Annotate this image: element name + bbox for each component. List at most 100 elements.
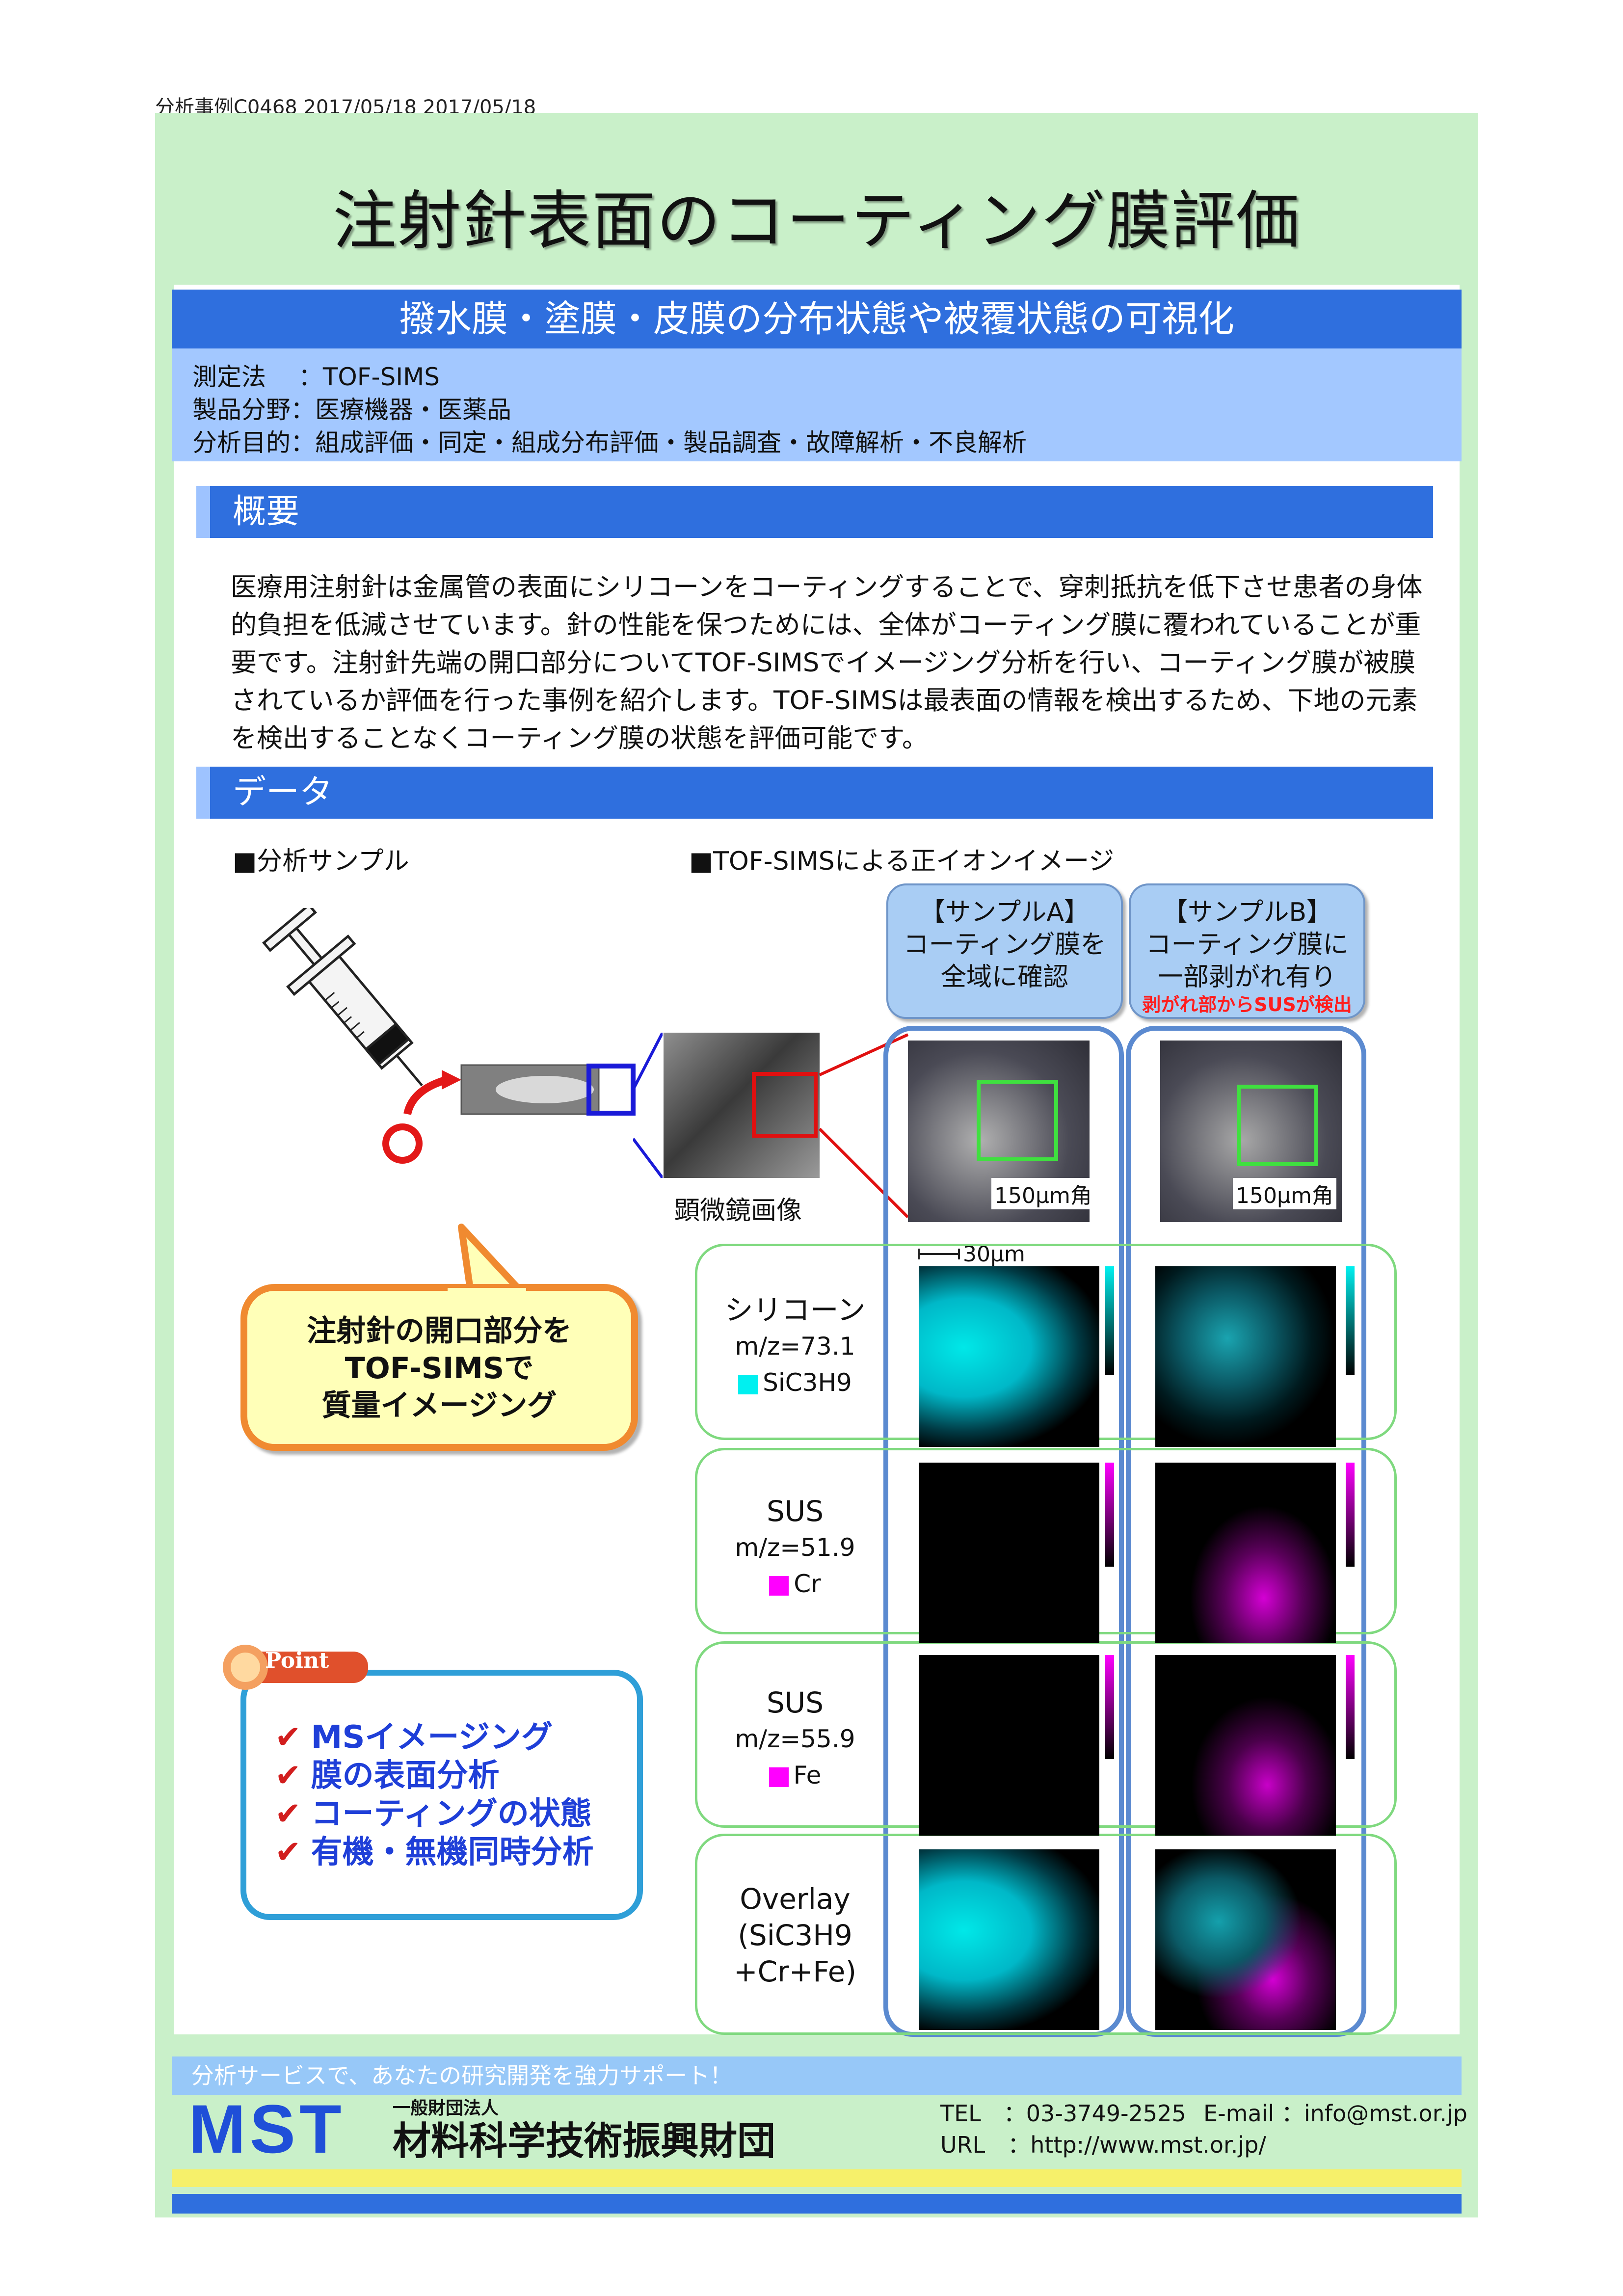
page-title: 注射針表面のコーティング膜評価 xyxy=(332,184,1301,258)
ion-image-a-overlay xyxy=(919,1849,1099,2030)
magenta-swatch xyxy=(769,1575,789,1596)
point-box xyxy=(240,1670,643,1920)
color-scale-cyan xyxy=(1346,1266,1355,1375)
info-purpose: 分析目的：組成評価・同定・組成分布評価・製品調査・故障解析・不良解析 xyxy=(192,428,1027,457)
row-name: SUS xyxy=(766,1495,824,1528)
row-label-sus-cr: SUS m/z=51.9 Cr xyxy=(702,1493,888,1602)
subtitle-band: 撥水膜・塗膜・皮膜の分布状態や被覆状態の可視化 xyxy=(172,290,1462,348)
row-overlay-line: +Cr+Fe) xyxy=(733,1955,857,1988)
sample-b-title: 【サンプルB】 xyxy=(1162,898,1332,927)
org-type: 一般財団法人 xyxy=(393,2098,499,2118)
section-bar xyxy=(196,767,210,819)
sample-a-title: 【サンプルA】 xyxy=(919,898,1090,927)
contact-url[interactable]: URL ：http://www.mst.or.jp/ xyxy=(940,2132,1266,2158)
footer-yellow-band xyxy=(172,2169,1462,2187)
color-scale-cyan xyxy=(1105,1266,1114,1375)
ion-image-a-siloxane xyxy=(919,1266,1099,1447)
microscope-image xyxy=(664,1033,820,1178)
pointing-hand-icon xyxy=(231,1653,260,1682)
sample-a-header: 【サンプルA】 コーティング膜を 全域に確認 xyxy=(886,883,1123,1019)
callout-line: 質量イメージング xyxy=(321,1388,557,1423)
cyan-swatch xyxy=(738,1374,758,1394)
info-field: 製品分野：医療機器・医薬品 xyxy=(192,396,511,424)
org-name: 材料科学技術振興財団 xyxy=(393,2119,776,2163)
row-mz: m/z=73.1 xyxy=(735,1332,855,1361)
contact-tel: TEL ：03-3749-2525 xyxy=(940,2100,1186,2127)
row-mz: m/z=51.9 xyxy=(735,1533,855,1562)
row-mz: m/z=55.9 xyxy=(735,1725,855,1753)
point-item: ✔ MSイメージング xyxy=(275,1712,553,1757)
row-species-text: Fe xyxy=(793,1761,822,1789)
row-species-text: Cr xyxy=(794,1570,821,1598)
section-heading-label: 概要 xyxy=(233,492,300,531)
bubble-tail-joint xyxy=(448,1288,526,1300)
point-item: ✔コーティングの状態 xyxy=(275,1789,592,1834)
summary-line: 医療用注射針は金属管の表面にシリコーンをコーティングすることで、穿刺抵抗を低下さ… xyxy=(231,572,1423,602)
summary-line: されているか評価を行った事例を紹介します。TOF-SIMSは最表面の情報を検出す… xyxy=(231,686,1418,716)
color-scale-magenta xyxy=(1346,1655,1355,1759)
ion-image-heading: ■TOF-SIMSによる正イオンイメージ xyxy=(689,847,1115,876)
info-band xyxy=(172,348,1462,461)
sample-a-line: コーティング膜を xyxy=(903,930,1106,960)
sample-b-roi-box xyxy=(1237,1085,1318,1166)
info-method: 測定法 ：TOF-SIMS xyxy=(192,363,440,391)
row-species-text: SiC3H9 xyxy=(763,1368,852,1397)
ion-image-b-fe xyxy=(1155,1655,1336,1836)
footer-tagline: 分析サービスで、あなたの研究開発を強力サポート！ xyxy=(172,2056,1462,2095)
row-label-siloxane: シリコーン m/z=73.1 SiC3H9 xyxy=(702,1292,888,1401)
sample-b-line: 一部剥がれ有り xyxy=(1157,962,1336,992)
summary-text: 医療用注射針は金属管の表面にシリコーンをコーティングすることで、穿刺抵抗を低下さ… xyxy=(231,568,1423,757)
row-name: SUS xyxy=(766,1686,824,1719)
sample-b-scale-label: 150μm角 xyxy=(1233,1178,1336,1209)
section-heading-label: データ xyxy=(233,773,333,812)
row-species: Cr xyxy=(702,1566,888,1602)
row-species: Fe xyxy=(702,1757,888,1793)
row-label-sus-fe: SUS m/z=55.9 Fe xyxy=(702,1684,888,1793)
ion-image-a-fe xyxy=(919,1655,1099,1836)
ion-image-a-cr xyxy=(919,1463,1099,1643)
color-scale-magenta xyxy=(1346,1463,1355,1567)
check-icon: ✔ xyxy=(275,1834,301,1870)
row-species: SiC3H9 xyxy=(702,1364,888,1401)
summary-line: 的負担を低減させています。針の性能を保つためには、全体がコーティング膜に覆われて… xyxy=(231,610,1421,640)
row-overlay-line: (SiC3H9 xyxy=(738,1919,852,1952)
sample-a-roi-box xyxy=(977,1080,1058,1161)
sample-b-header: 【サンプルB】 コーティング膜に 一部剥がれ有り 剥がれ部からSUSが検出 xyxy=(1129,883,1365,1019)
check-icon: ✔ xyxy=(275,1796,301,1832)
point-item: ✔ 膜の表面分析 xyxy=(275,1750,500,1795)
contact-email[interactable]: E-mail ：info@mst.or.jp xyxy=(1203,2100,1467,2127)
ion-scale-bar xyxy=(918,1249,960,1259)
point-item-label: 有機・無機同時分析 xyxy=(311,1834,594,1870)
callout-bubble: 注射針の開口部分を TOF-SIMSで 質量イメージング xyxy=(240,1284,638,1451)
point-badge-label: Point xyxy=(265,1648,329,1673)
sample-b-note: 剥がれ部からSUSが検出 xyxy=(1142,994,1352,1015)
syringe-illustration xyxy=(262,908,636,1164)
microscope-caption: 顕微鏡画像 xyxy=(674,1196,802,1226)
sample-a-line: 全域に確認 xyxy=(940,962,1068,992)
zoom-box-red xyxy=(752,1072,818,1138)
ion-image-b-overlay xyxy=(1155,1849,1336,2030)
check-icon: ✔ xyxy=(275,1719,301,1756)
point-item: ✔ 有機・無機同時分析 xyxy=(275,1827,594,1872)
check-icon: ✔ xyxy=(275,1758,301,1794)
sample-heading: ■分析サンプル xyxy=(233,847,409,876)
callout-line: 注射針の開口部分を xyxy=(307,1314,572,1348)
arrow-icon xyxy=(403,1076,448,1115)
callout-line: TOF-SIMSで xyxy=(345,1351,534,1386)
ion-image-b-siloxane xyxy=(1155,1266,1336,1447)
point-item-label: MSイメージング xyxy=(311,1719,553,1756)
color-scale-magenta xyxy=(1105,1655,1114,1759)
section-bar xyxy=(196,486,210,538)
sample-a-scale-label: 150μm角 xyxy=(991,1178,1095,1209)
section-heading-summary: 概要 xyxy=(196,486,1433,538)
row-name: シリコーン xyxy=(724,1293,866,1327)
magenta-swatch xyxy=(769,1767,789,1787)
row-label-overlay: Overlay (SiC3H9 +Cr+Fe) xyxy=(702,1881,888,1990)
summary-line: を検出することなくコーティング膜の状態を評価可能です。 xyxy=(231,723,928,753)
footer-blue-band xyxy=(172,2194,1462,2214)
zoom-lines-blue xyxy=(633,1033,663,1178)
point-item-label: 膜の表面分析 xyxy=(311,1758,500,1794)
point-badge xyxy=(223,1645,368,1690)
needle-tip-marker xyxy=(382,1123,423,1164)
color-scale-magenta xyxy=(1105,1463,1114,1567)
